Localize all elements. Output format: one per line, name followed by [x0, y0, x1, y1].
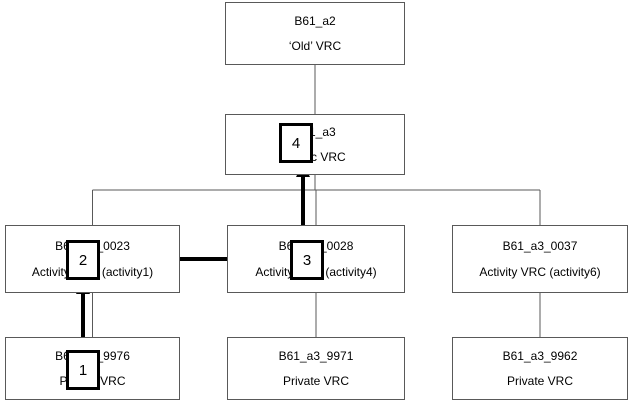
- step-badge-3: 3: [290, 240, 324, 280]
- node-label: Activity VRC (activity6): [479, 265, 601, 280]
- node-b61-a3-9971: B61_a3_9971 Private VRC: [227, 337, 405, 400]
- hierarchy-connectors: [92, 65, 541, 337]
- node-label: Private VRC: [506, 374, 574, 388]
- step-badge-1: 1: [66, 350, 100, 390]
- node-id: B61_a3_9962: [502, 349, 578, 363]
- node-id: B61_a3_9971: [278, 349, 354, 363]
- node-b61-a3-0037: B61_a3_0037 Activity VRC (activity6): [452, 225, 628, 293]
- node-label: Private VRC: [282, 374, 350, 388]
- node-label: ‘Old’ VRC: [288, 39, 342, 53]
- node-id: B61_a3_0037: [502, 238, 578, 253]
- step-badge-4: 4: [279, 123, 313, 163]
- node-id: B61_a2: [294, 14, 336, 28]
- node-b61-a3-9962: B61_a3_9962 Private VRC: [452, 337, 628, 400]
- step-badge-2: 2: [66, 240, 100, 280]
- node-b61-a3: B61_a3 Public VRC: [225, 114, 405, 175]
- node-b61-a2: B61_a2 ‘Old’ VRC: [225, 2, 405, 65]
